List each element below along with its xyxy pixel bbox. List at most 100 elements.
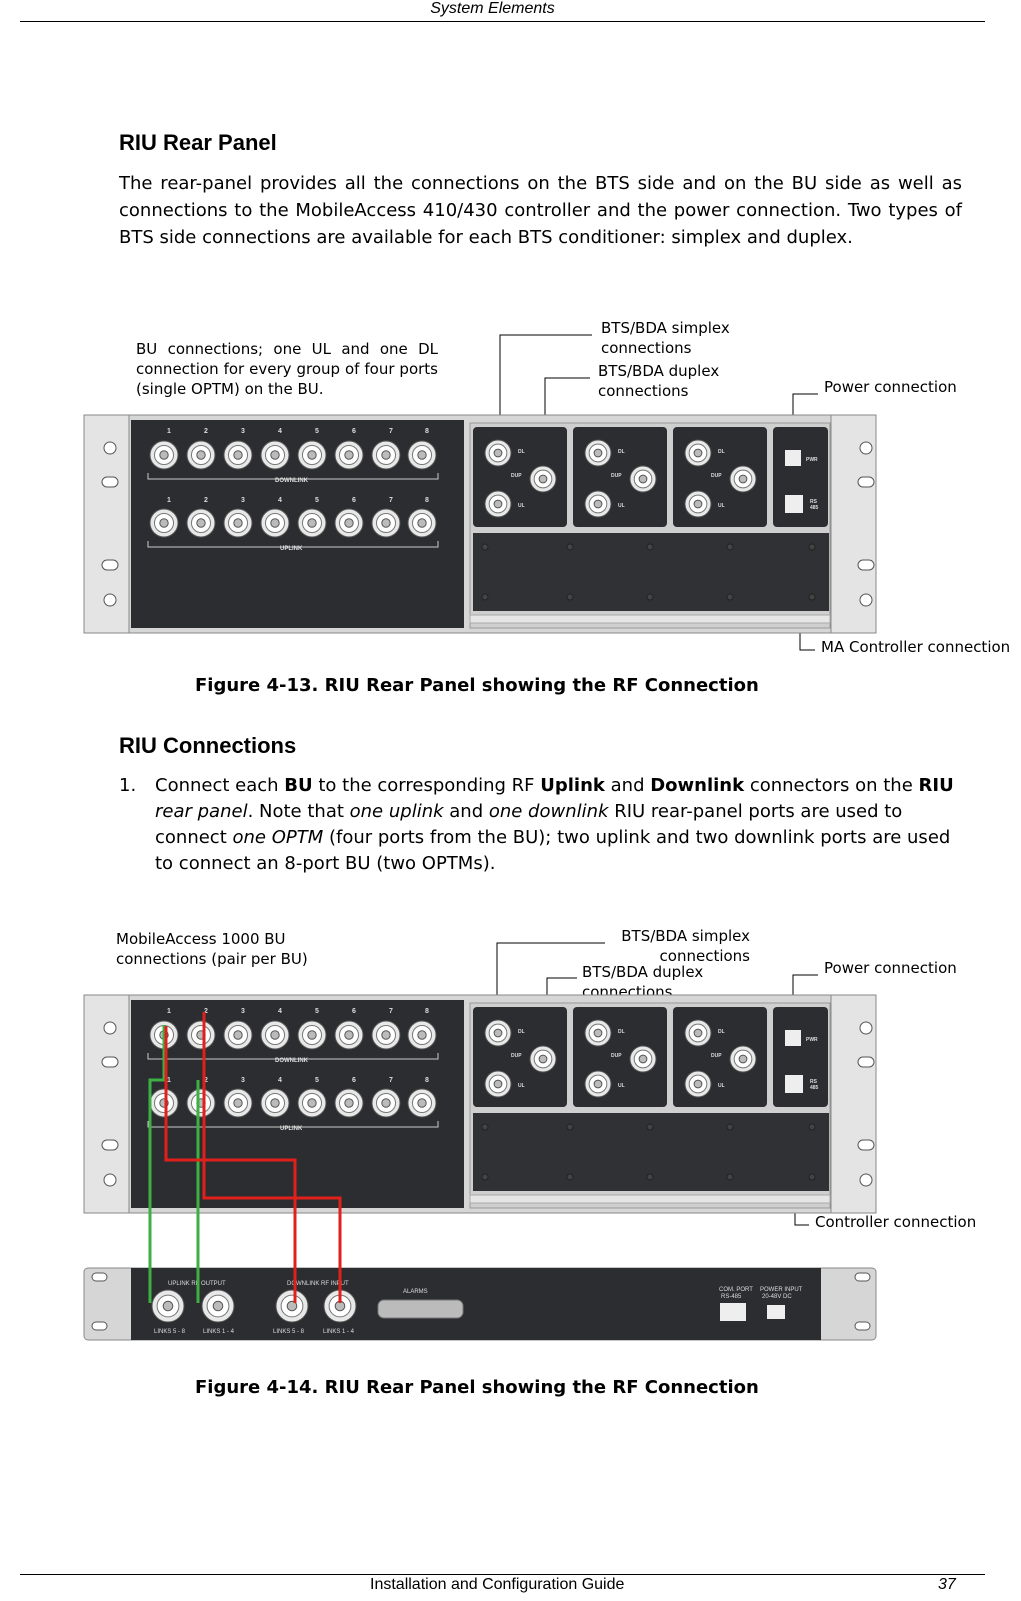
svg-text:DL: DL <box>718 449 725 455</box>
section-paragraph: The rear-panel provides all the connecti… <box>119 173 962 248</box>
svg-text:RS: RS <box>810 499 818 505</box>
section-heading-rear-panel: RIU Rear Panel <box>119 130 277 155</box>
bu-links14-b: LINKS 1 - 4 <box>323 1329 355 1335</box>
svg-text:UL: UL <box>618 503 625 509</box>
svg-text:UL: UL <box>618 1083 625 1089</box>
cable-red-1 <box>164 1026 297 1303</box>
figure-caption-4-13: Figure 4-13. RIU Rear Panel showing the … <box>195 675 759 696</box>
bu-volts-label: 20-48V DC <box>762 1294 792 1300</box>
svg-text:4: 4 <box>278 497 282 504</box>
svg-text:1: 1 <box>167 1008 171 1015</box>
label-controller-2: Controller connection <box>815 1213 977 1231</box>
running-header: System Elements <box>430 0 555 17</box>
label-simplex: BTS/BDA simplex connections <box>601 319 730 357</box>
svg-text:UPLINK: UPLINK <box>280 546 303 552</box>
svg-text:2: 2 <box>204 1008 208 1015</box>
svg-text:UL: UL <box>718 503 725 509</box>
svg-text:RS: RS <box>810 1079 818 1085</box>
svg-text:8: 8 <box>425 1008 429 1015</box>
svg-text:PWR: PWR <box>806 457 818 463</box>
bu-power-label: POWER INPUT <box>760 1287 803 1293</box>
svg-text:485: 485 <box>810 1085 819 1091</box>
bu-links58-b: LINKS 5 - 8 <box>273 1329 305 1335</box>
riu-bu-connection-figure: 1122334455667788DOWNLINKUPLINKDLDUPULDLD… <box>83 942 877 1341</box>
label-controller: MA Controller connection <box>821 638 1011 656</box>
cable-red-2 <box>202 1012 342 1303</box>
svg-text:4: 4 <box>278 428 282 435</box>
section-heading-connections: RIU Connections <box>119 733 297 758</box>
svg-text:6: 6 <box>352 497 356 504</box>
svg-text:DUP: DUP <box>511 473 522 479</box>
svg-text:DL: DL <box>518 1029 525 1035</box>
svg-text:5: 5 <box>315 428 319 435</box>
label-duplex: BTS/BDA duplex connections <box>598 362 720 400</box>
svg-text:PWR: PWR <box>806 1037 818 1043</box>
svg-text:3: 3 <box>241 428 245 435</box>
svg-text:DL: DL <box>718 1029 725 1035</box>
header-rule <box>20 21 985 22</box>
svg-text:DOWNLINK: DOWNLINK <box>275 1058 309 1064</box>
svg-text:7: 7 <box>389 1077 393 1084</box>
svg-text:UPLINK: UPLINK <box>280 1126 303 1132</box>
footer-guide: Installation and Configuration Guide <box>370 1576 625 1593</box>
svg-text:485: 485 <box>810 505 819 511</box>
svg-text:DOWNLINK: DOWNLINK <box>275 478 309 484</box>
riu-rear-panel-figure: 1122334455667788DOWNLINKUPLINKDLDUPULDLD… <box>83 334 877 651</box>
svg-text:DUP: DUP <box>711 473 722 479</box>
label-power-2: Power connection <box>824 959 957 977</box>
list-item-1: Connect each BU to the corresponding RF … <box>155 775 954 874</box>
footer-page-number: 37 <box>938 1576 956 1593</box>
label-power: Power connection <box>824 378 957 396</box>
bu-links58-a: LINKS 5 - 8 <box>154 1329 186 1335</box>
svg-text:8: 8 <box>425 428 429 435</box>
svg-text:UL: UL <box>518 503 525 509</box>
bu-links14-a: LINKS 1 - 4 <box>203 1329 235 1335</box>
svg-text:DL: DL <box>518 449 525 455</box>
footer-rule <box>20 1574 985 1575</box>
svg-text:6: 6 <box>352 428 356 435</box>
svg-text:7: 7 <box>389 1008 393 1015</box>
figure-caption-4-14: Figure 4-14. RIU Rear Panel showing the … <box>195 1377 759 1398</box>
svg-text:7: 7 <box>389 497 393 504</box>
svg-text:5: 5 <box>315 1008 319 1015</box>
list-number: 1. <box>119 775 137 796</box>
riu-panel-graphic-2: 1122334455667788DOWNLINKUPLINKDLDUPULDLD… <box>83 994 877 1214</box>
bu-rs485-label: RS-485 <box>721 1294 742 1300</box>
svg-text:DL: DL <box>618 449 625 455</box>
label-bu-connections: BU connections; one UL and one DL connec… <box>136 340 438 398</box>
svg-text:6: 6 <box>352 1077 356 1084</box>
svg-text:3: 3 <box>241 497 245 504</box>
riu-panel-graphic: 1122334455667788DOWNLINKUPLINKDLDUPULDLD… <box>83 414 877 634</box>
svg-text:3: 3 <box>241 1008 245 1015</box>
label-simplex-2: BTS/BDA simplex connections <box>621 927 750 965</box>
svg-text:DUP: DUP <box>611 473 622 479</box>
svg-text:5: 5 <box>315 1077 319 1084</box>
svg-text:DUP: DUP <box>611 1053 622 1059</box>
svg-text:2: 2 <box>204 497 208 504</box>
svg-text:7: 7 <box>389 428 393 435</box>
bu-com-label: COM. PORT <box>719 1287 753 1293</box>
svg-text:6: 6 <box>352 1008 356 1015</box>
cables <box>148 1012 342 1303</box>
svg-text:DUP: DUP <box>711 1053 722 1059</box>
svg-text:4: 4 <box>278 1077 282 1084</box>
svg-text:5: 5 <box>315 497 319 504</box>
svg-text:UL: UL <box>518 1083 525 1089</box>
svg-text:1: 1 <box>167 497 171 504</box>
svg-text:4: 4 <box>278 1008 282 1015</box>
svg-text:UL: UL <box>718 1083 725 1089</box>
svg-text:1: 1 <box>167 428 171 435</box>
label-bu-connections-2: MobileAccess 1000 BU connections (pair p… <box>116 930 308 968</box>
svg-text:1: 1 <box>167 1077 171 1084</box>
bu-downlink-label: DOWNLINK RF INPUT <box>287 1281 349 1287</box>
svg-text:2: 2 <box>204 1077 208 1084</box>
svg-text:8: 8 <box>425 497 429 504</box>
svg-text:2: 2 <box>204 428 208 435</box>
svg-text:8: 8 <box>425 1077 429 1084</box>
svg-text:3: 3 <box>241 1077 245 1084</box>
cable-green-1 <box>148 1025 166 1303</box>
bu-alarms-label: ALARMS <box>403 1289 428 1295</box>
svg-text:DL: DL <box>618 1029 625 1035</box>
bu-panel-graphic: UPLINK RF OUTPUT DOWNLINK RF INPUT ALARM… <box>83 1267 877 1341</box>
svg-text:DUP: DUP <box>511 1053 522 1059</box>
